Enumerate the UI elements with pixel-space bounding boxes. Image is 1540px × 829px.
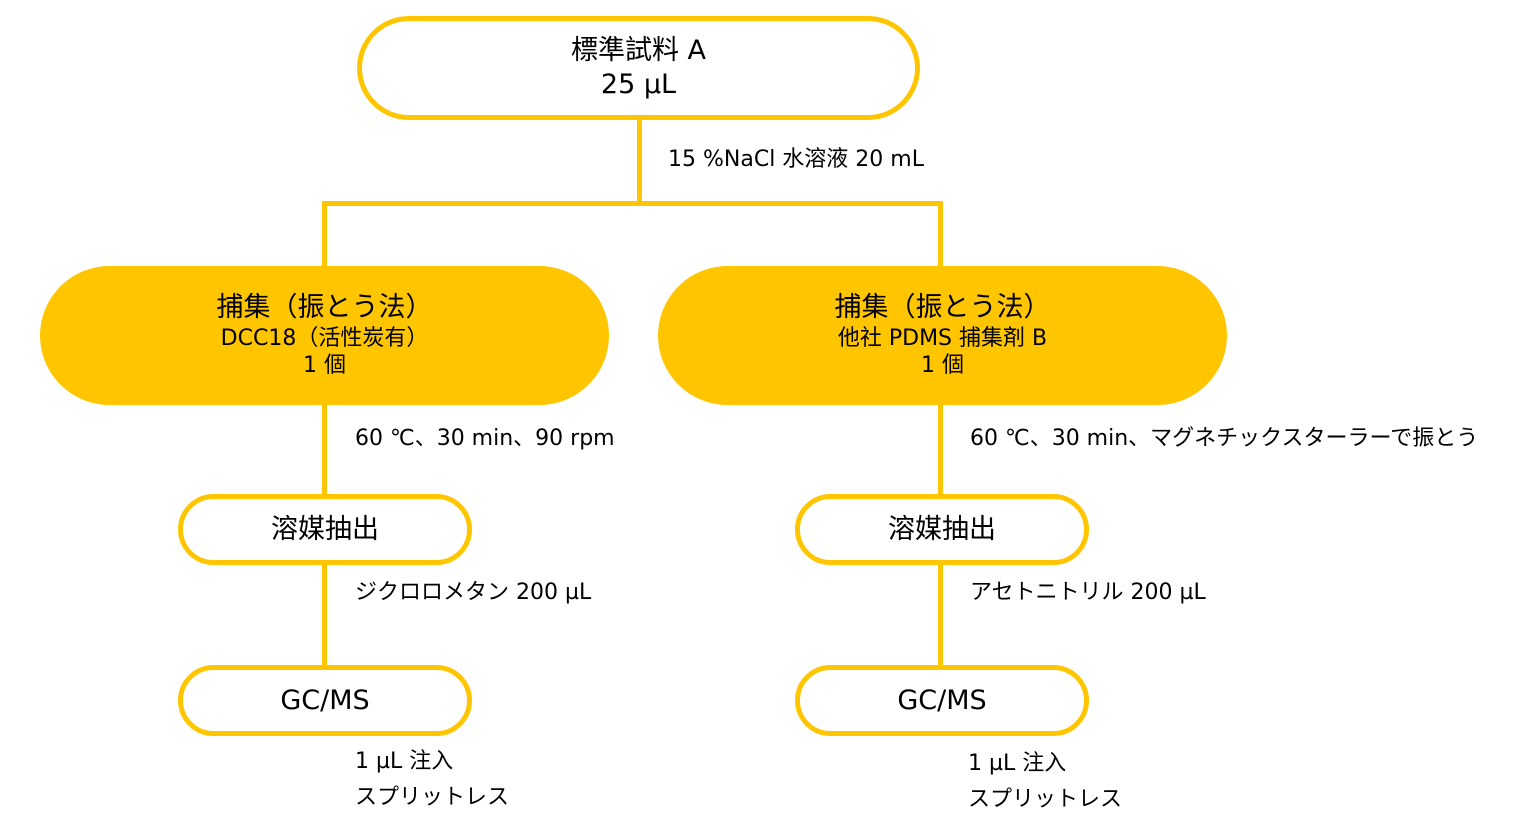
sample-volume: 25 µL — [600, 69, 677, 100]
left-extraction-node: 溶媒抽出 — [178, 494, 472, 565]
left-analysis-node: GC/MS — [178, 665, 472, 736]
left-capture-count: 1 個 — [303, 353, 346, 379]
right-capture-count: 1 個 — [921, 353, 964, 379]
sample-name: 標準試料 A — [570, 35, 707, 67]
right-capture-node: 捕集（振とう法） 他社 PDMS 捕集剤 B 1 個 — [658, 266, 1227, 405]
left-capture-condition: 60 ℃、30 min、90 rpm — [355, 426, 615, 451]
right-injection-volume: 1 µL 注入 — [968, 751, 1067, 776]
right-capture-condition: 60 ℃、30 min、マグネチックスターラーで振とう — [970, 426, 1479, 451]
right-capture-method: 捕集（振とう法） — [834, 292, 1051, 324]
left-injection-mode: スプリットレス — [355, 785, 510, 810]
left-analysis-label: GC/MS — [280, 684, 370, 716]
right-analysis-node: GC/MS — [795, 665, 1089, 736]
connector-left-drop — [322, 201, 327, 271]
connector-branch-horizontal — [322, 201, 943, 206]
right-analysis-label: GC/MS — [897, 684, 987, 716]
connector-right-drop — [938, 201, 943, 271]
sample-node: 標準試料 A 25 µL — [357, 16, 920, 120]
left-capture-node: 捕集（振とう法） DCC18（活性炭有） 1 個 — [40, 266, 609, 405]
left-extraction-label: 溶媒抽出 — [271, 513, 379, 545]
connector-top-vertical — [637, 118, 642, 206]
right-extraction-node: 溶媒抽出 — [795, 494, 1089, 565]
right-extraction-label: 溶媒抽出 — [888, 513, 996, 545]
left-capture-agent: DCC18（活性炭有） — [220, 325, 429, 351]
reagent-label: 15 %NaCl 水溶液 20 mL — [668, 147, 924, 172]
left-solvent-label: ジクロロメタン 200 µL — [355, 580, 592, 605]
right-capture-agent: 他社 PDMS 捕集剤 B — [837, 325, 1048, 351]
left-capture-method: 捕集（振とう法） — [216, 292, 433, 324]
right-solvent-label: アセトニトリル 200 µL — [970, 580, 1206, 605]
right-injection-mode: スプリットレス — [968, 787, 1123, 812]
left-injection-volume: 1 µL 注入 — [355, 749, 454, 774]
